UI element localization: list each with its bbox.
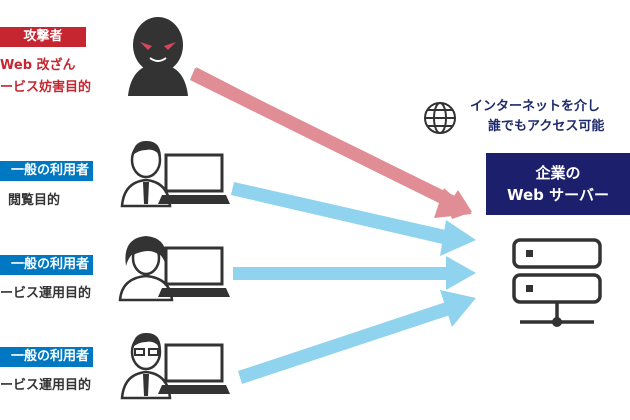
server-icon bbox=[512, 238, 602, 327]
user-badge: 一般の利用者 bbox=[0, 347, 93, 367]
attacker-badge: 攻撃者 bbox=[0, 27, 86, 47]
user-badge: 一般の利用者 bbox=[0, 161, 93, 181]
attacker-purpose-line2: ービス妨害目的 bbox=[0, 80, 92, 95]
user-purpose: 閲覧目的 bbox=[8, 193, 61, 208]
internet-line1: インターネットを介し bbox=[470, 99, 601, 114]
user-badge: 一般の利用者 bbox=[0, 255, 93, 275]
user-icon bbox=[118, 236, 174, 302]
user-icon bbox=[120, 332, 172, 400]
attacker-purpose-line1: Web 改ざん bbox=[0, 58, 76, 73]
computer-icon bbox=[158, 153, 230, 204]
user-arrow-2 bbox=[233, 256, 476, 290]
server-label-line1: 企業の bbox=[535, 164, 581, 182]
globe-icon bbox=[424, 102, 456, 134]
computer-icon bbox=[158, 343, 230, 394]
computer-icon bbox=[158, 246, 230, 297]
attack-arrow bbox=[190, 67, 472, 219]
internet-label: インターネットを介し 誰でもアクセス可能 bbox=[470, 97, 604, 137]
attacker-icon bbox=[128, 17, 188, 96]
internet-line2: 誰でもアクセス可能 bbox=[488, 119, 605, 134]
server-label-box: 企業の Web サーバー bbox=[486, 153, 630, 215]
user-arrow-1 bbox=[231, 182, 476, 256]
user-arrow-3 bbox=[238, 290, 476, 384]
user-purpose: ービス運用目的 bbox=[0, 286, 92, 301]
server-label-line2: Web サーバー bbox=[507, 186, 609, 204]
user-purpose: ービス運用目的 bbox=[0, 378, 92, 393]
